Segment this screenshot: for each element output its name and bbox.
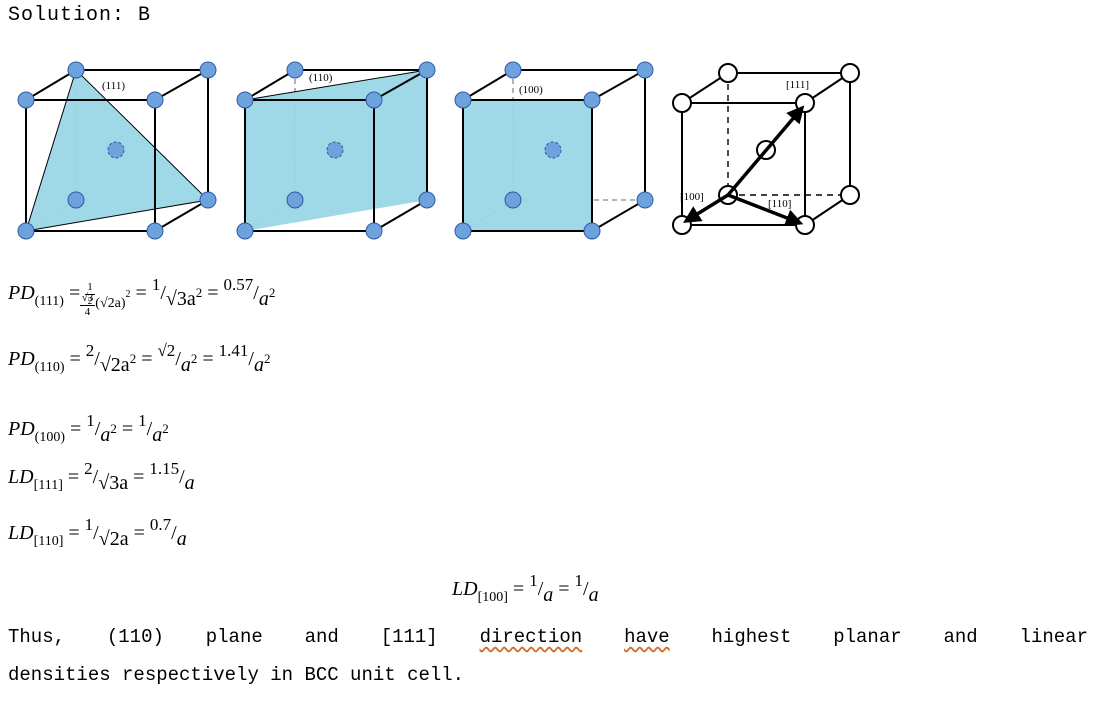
conclusion-paragraph: Thus, (110) plane and [111] direction ha… <box>8 618 1088 694</box>
equation-ld-100: LD[100] = 1/a = 1/a <box>452 571 599 606</box>
equation-ld-111: LD[111] = 2/√3a = 1.15/a <box>8 459 195 494</box>
word: and <box>943 626 978 648</box>
cube-directions-figure: [111] [100] [110] <box>672 63 860 235</box>
equation-pd-100: PD(100) = 1/a2 = 1/a2 <box>8 411 169 446</box>
cube-110-plane-figure: (110) <box>236 61 436 240</box>
solution-heading: Solution: B <box>8 4 152 27</box>
cube-111-plane-figure: (111) <box>17 61 217 240</box>
cube-100-plane-figure: (100) <box>454 61 654 240</box>
spellcheck-word: direction <box>479 626 583 648</box>
word: and <box>304 626 339 648</box>
equation-ld-110: LD[110] = 1/√2a = 0.7/a <box>8 515 187 550</box>
word: planar <box>833 626 902 648</box>
conclusion-line-2: densities respectively in BCC unit cell. <box>8 664 465 686</box>
direction-100-label: [100] <box>680 191 704 203</box>
word: [111] <box>380 626 438 648</box>
equation-pd-111: PD(111) = 1 2 √3 4 (√2a)2 = 1/√3a2 = 0.5… <box>8 275 276 318</box>
direction-110-label: [110] <box>768 198 791 210</box>
word: linear <box>1019 626 1088 648</box>
word: highest <box>711 626 792 648</box>
word: Thus, <box>8 626 66 648</box>
word: (110) <box>106 626 164 648</box>
cube2-label: (110) <box>309 72 333 84</box>
fraction-pd111: 1 2 <box>85 281 95 306</box>
word: plane <box>205 626 263 648</box>
cube1-label: (111) <box>102 80 125 92</box>
equation-pd-110: PD(110) = 2/√2a2 = √2/a2 = 1.41/a2 <box>8 341 271 376</box>
plane-100 <box>463 100 592 231</box>
spellcheck-word: have <box>624 626 670 648</box>
direction-111-label: [111] <box>786 79 809 91</box>
cube3-label: (100) <box>519 84 543 96</box>
